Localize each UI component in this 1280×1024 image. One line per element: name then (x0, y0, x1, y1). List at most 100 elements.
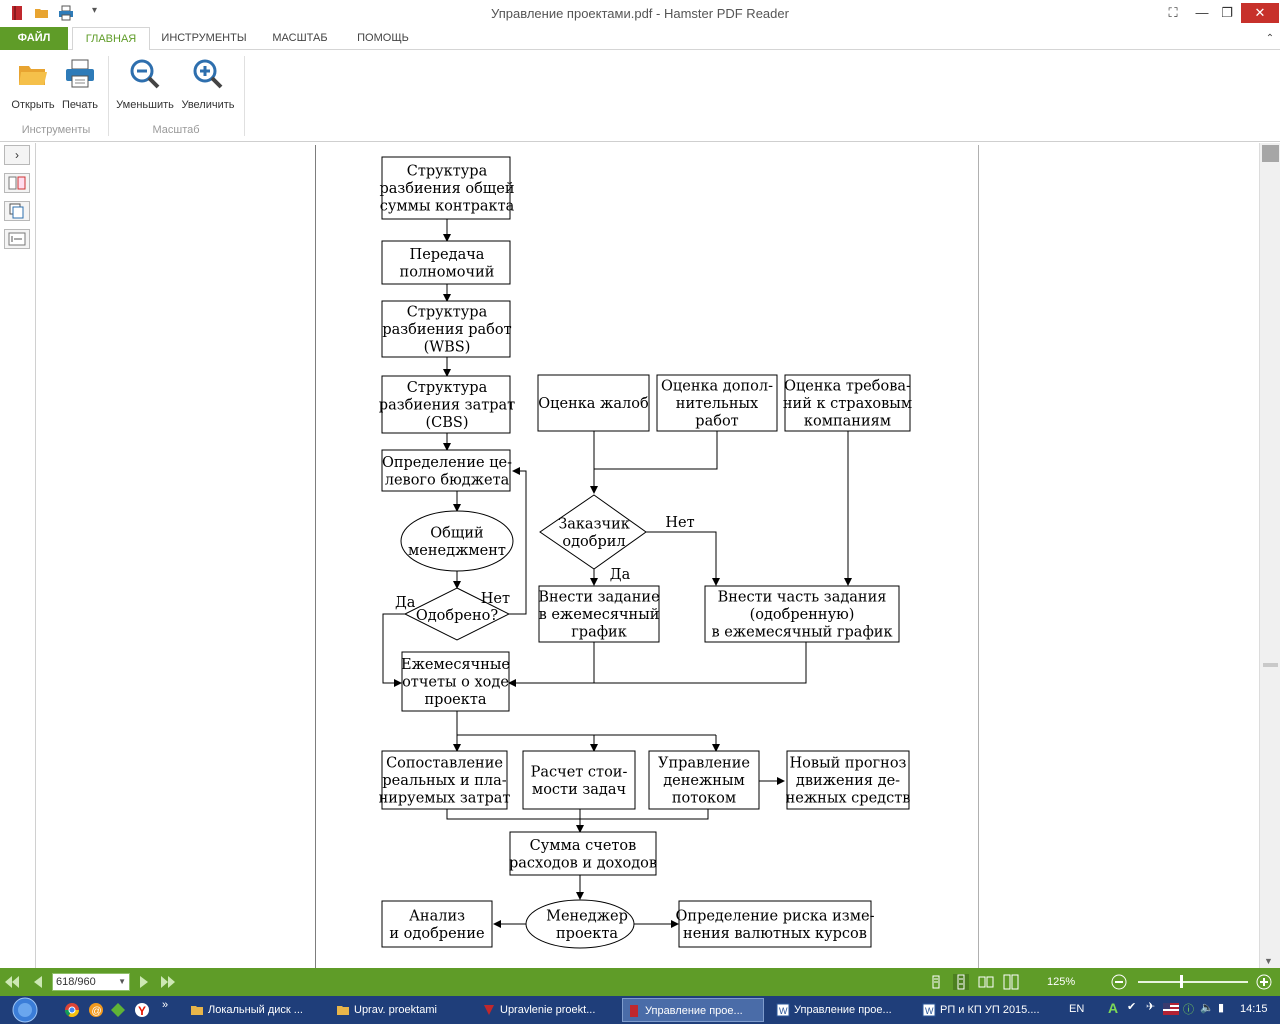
node-project-manager (525, 899, 635, 949)
group-separator (108, 56, 109, 136)
node-general-management (400, 510, 514, 572)
svg-text:@: @ (92, 1006, 102, 1017)
network-tray-icon[interactable]: ▮ (1218, 1002, 1225, 1014)
open-button[interactable]: Открыть (8, 58, 58, 111)
node-cash-flow (648, 750, 760, 810)
task-label: Управление прое... (645, 1005, 743, 1017)
page-number-input[interactable]: 618/960 ▼ (52, 973, 130, 991)
taskbar: @ Y » Локальный диск ... Uprav. proektam… (0, 996, 1280, 1024)
tab-file[interactable]: ФАЙЛ (0, 27, 68, 50)
start-button-icon[interactable] (8, 997, 42, 1023)
group-separator (244, 56, 245, 136)
tab-help[interactable]: ПОМОЩЬ (357, 32, 409, 44)
thumbnails-icon[interactable] (4, 173, 30, 193)
task-rp-kp[interactable]: W РП и КП УП 2015.... (918, 998, 1058, 1022)
info-tray-icon[interactable]: ⓘ (1183, 1004, 1194, 1016)
zoom-out-label: Уменьшить (116, 99, 174, 111)
svg-text:Y: Y (138, 1004, 146, 1018)
bookmarks-icon[interactable] (4, 229, 30, 249)
task-label: Upravlenie proekt... (500, 1004, 596, 1016)
task-upravlenie-proekt[interactable]: Upravlenie proekt... (478, 998, 618, 1022)
node-currency-risk (678, 900, 872, 948)
previous-page-icon[interactable] (30, 974, 46, 990)
two-page-continuous-icon[interactable] (1003, 974, 1019, 990)
task-uprav-proektami[interactable]: Uprav. proektami (332, 998, 472, 1022)
scroll-down-arrow-icon[interactable]: ▼ (1264, 956, 1273, 966)
node-customer-approved-decision (539, 494, 647, 570)
page-dropdown-icon[interactable]: ▼ (118, 977, 126, 986)
restore-icon[interactable]: ❐ (1221, 5, 1233, 20)
vertical-scrollbar[interactable]: ▼ (1259, 143, 1280, 968)
print-label: Печать (61, 99, 99, 111)
scroll-thumb[interactable] (1262, 145, 1279, 162)
zoom-in-button[interactable]: Увеличить (178, 58, 238, 111)
last-page-icon[interactable] (160, 974, 176, 990)
zoom-slider-handle[interactable] (1180, 975, 1183, 988)
continuous-view-icon[interactable] (953, 974, 969, 990)
scroll-position-marker (1263, 663, 1278, 667)
task-label: Управление прое... (794, 1004, 892, 1016)
node-cbs (381, 375, 511, 434)
quick-access-dropdown-icon[interactable]: ▾ (92, 5, 98, 16)
antivirus-tray-icon[interactable]: A (1108, 1000, 1119, 1016)
zoom-out-button[interactable]: Уменьшить (113, 58, 177, 111)
open-folder-icon[interactable] (34, 5, 50, 21)
first-page-icon[interactable] (4, 974, 20, 990)
two-page-view-icon[interactable] (978, 974, 994, 990)
title-bar: ▾ Управление проектами.pdf - Hamster PDF… (0, 0, 1280, 27)
zoom-plus-icon[interactable] (1256, 974, 1272, 990)
collapse-ribbon-icon[interactable]: ⌃ (1265, 33, 1275, 44)
zoom-in-icon (193, 59, 223, 89)
chrome-icon[interactable] (64, 1002, 80, 1018)
volume-tray-icon[interactable]: 🔈 (1200, 1002, 1214, 1014)
task-label: Uprav. proektami (354, 1004, 437, 1016)
svg-text:W: W (779, 1006, 788, 1016)
zoom-minus-icon[interactable] (1111, 974, 1127, 990)
yandex-browser-icon[interactable]: Y (134, 1002, 150, 1018)
flowchart-label-d1: Одобрено? (416, 608, 499, 624)
single-page-view-icon[interactable] (928, 974, 944, 990)
close-icon[interactable]: ✕ (1241, 3, 1279, 23)
zoom-slider-track[interactable] (1138, 981, 1248, 983)
print-button[interactable]: Печать (58, 58, 102, 111)
mail-agent-icon[interactable]: @ (88, 1002, 104, 1018)
satellite-tray-icon[interactable]: ✈ (1146, 1001, 1156, 1013)
pages-icon[interactable] (4, 201, 30, 221)
more-pinned-icon[interactable]: » (162, 999, 169, 1011)
tab-tools[interactable]: ИНСТРУМЕНТЫ (161, 32, 247, 44)
tab-scale[interactable]: МАСШТАБ (272, 32, 328, 44)
node-task-cost (522, 750, 636, 810)
minimize-icon[interactable]: — (1195, 5, 1209, 20)
svg-text:W: W (925, 1006, 934, 1016)
task-word-document[interactable]: W Управление прое... (772, 998, 912, 1022)
flag-tray-icon[interactable] (1163, 1003, 1179, 1015)
check-tray-icon[interactable]: ✔ (1127, 1001, 1137, 1013)
node-compare-costs (381, 750, 508, 810)
task-pdf-reader-active[interactable]: Управление прое... (622, 998, 764, 1022)
node-target-budget (381, 449, 511, 492)
fullscreen-icon[interactable]: ⛶ (1168, 5, 1178, 20)
language-indicator[interactable]: EN (1069, 1003, 1085, 1015)
node-extra-work (656, 374, 778, 432)
flowchart-shapes (381, 156, 911, 949)
print-icon[interactable] (58, 5, 74, 21)
task-label: РП и КП УП 2015.... (940, 1004, 1040, 1016)
task-local-disk[interactable]: Локальный диск ... (186, 998, 326, 1022)
open-folder-icon (19, 66, 47, 85)
next-page-icon[interactable] (136, 974, 152, 990)
side-panel: › (0, 143, 36, 968)
node-contract-sum-structure (381, 156, 511, 220)
expand-panel-icon[interactable]: › (4, 145, 30, 165)
open-label: Открыть (11, 99, 55, 111)
torrent-icon[interactable] (110, 1002, 126, 1018)
node-insurance (784, 374, 911, 432)
tab-home[interactable]: ГЛАВНАЯ (72, 27, 150, 51)
